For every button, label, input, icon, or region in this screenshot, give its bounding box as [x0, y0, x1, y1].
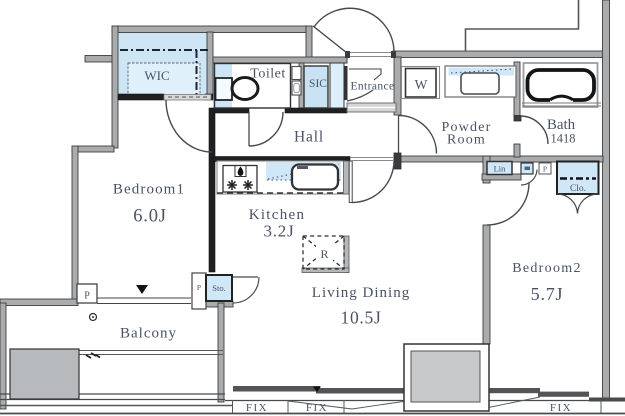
svg-text:Kitchen: Kitchen — [249, 207, 306, 223]
svg-text:Room: Room — [447, 133, 486, 148]
svg-text:P: P — [84, 291, 90, 302]
svg-text:Bedroom2: Bedroom2 — [512, 261, 582, 276]
svg-text:WIC: WIC — [144, 68, 169, 83]
svg-text:Powder: Powder — [442, 120, 492, 135]
svg-text:3.2J: 3.2J — [263, 222, 294, 241]
svg-text:Bath: Bath — [547, 117, 576, 133]
svg-text:P: P — [543, 165, 547, 174]
svg-text:10.5J: 10.5J — [341, 308, 382, 328]
svg-text:FIX: FIX — [306, 402, 328, 414]
svg-text:W: W — [415, 77, 428, 92]
svg-text:Balcony: Balcony — [120, 326, 177, 342]
svg-text:FIX: FIX — [550, 402, 572, 414]
svg-text:FIX: FIX — [246, 402, 268, 414]
svg-text:1418: 1418 — [551, 132, 576, 146]
svg-text:SIC: SIC — [309, 78, 327, 90]
svg-text:Entrance: Entrance — [350, 81, 394, 93]
svg-text:Bedroom1: Bedroom1 — [113, 182, 185, 198]
svg-text:P: P — [197, 283, 201, 292]
svg-text:Clo.: Clo. — [570, 184, 586, 194]
svg-text:R: R — [320, 247, 328, 261]
svg-text:Living Dining: Living Dining — [312, 285, 410, 301]
svg-text:Sto.: Sto. — [212, 283, 225, 293]
svg-text:6.0J: 6.0J — [133, 207, 167, 227]
svg-text:Hall: Hall — [294, 129, 324, 146]
svg-text:5.7J: 5.7J — [531, 284, 564, 304]
svg-text:Toilet: Toilet — [250, 67, 285, 82]
svg-text:Lin: Lin — [494, 164, 507, 174]
